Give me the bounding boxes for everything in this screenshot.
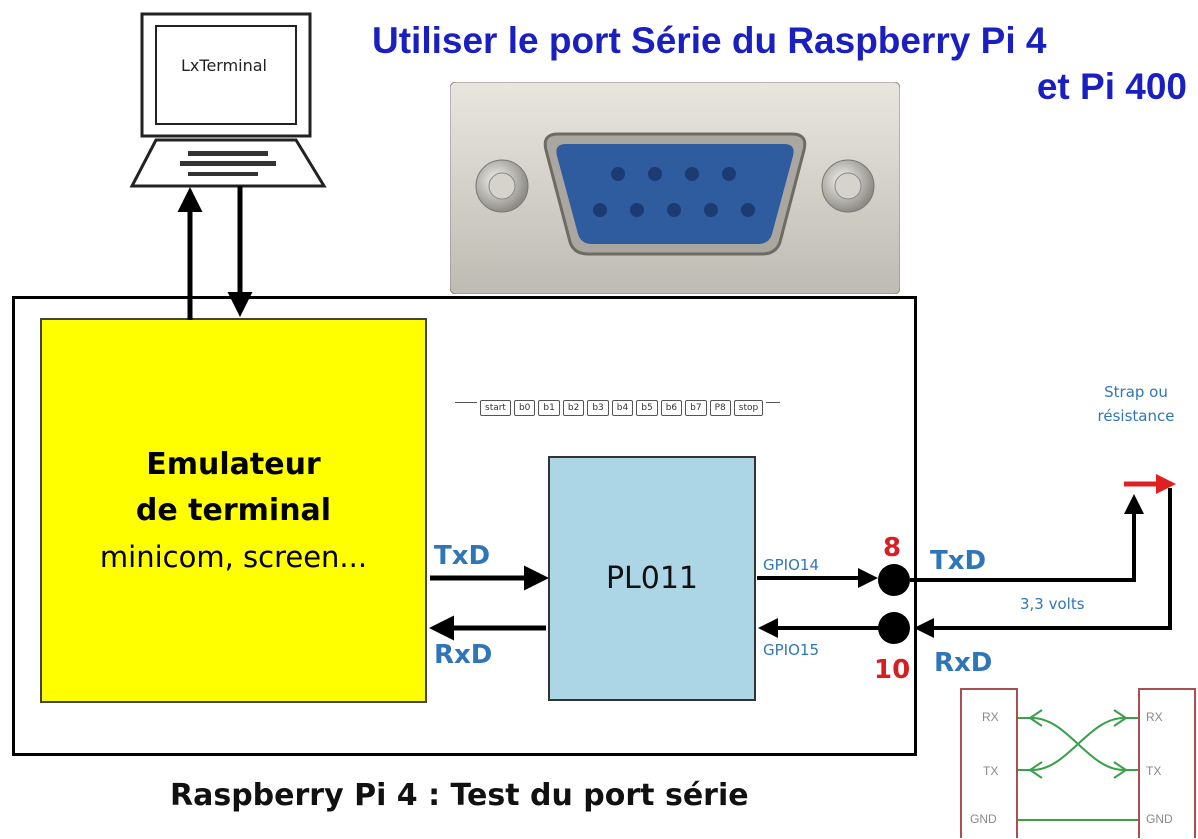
null-modem-arrow-right-tx-in: [1113, 761, 1128, 779]
right-screw-head: [834, 172, 862, 200]
raspberry-pi-board: [12, 296, 917, 756]
null-modem-right-rx: RX: [1146, 710, 1163, 724]
keyboard-row-2: [180, 161, 276, 166]
diagram-title: Utiliser le port Série du Raspberry Pi 4…: [372, 18, 1187, 110]
pin-10-label: 10: [874, 655, 911, 685]
frame-bit-b4: b4: [611, 400, 634, 416]
null-modem-right-gnd: GND: [1146, 812, 1173, 826]
emulator-title-1: Emulateur: [146, 446, 321, 482]
monitor-screen: [155, 25, 297, 125]
pl011-label: PL011: [605, 561, 699, 596]
strap-label-line-2: résistance: [1097, 407, 1175, 425]
null-modem-left-tx: TX: [983, 764, 999, 778]
null-modem-left-connector: [960, 688, 1018, 838]
null-modem-arrow-left-tx-in: [1028, 761, 1043, 779]
title-line-1: Utiliser le port Série du Raspberry Pi 4: [372, 20, 1047, 61]
voltage-label: 3,3 volts: [1020, 595, 1085, 613]
null-modem-left-rx: RX: [982, 710, 999, 724]
frame-tail-line: [766, 401, 781, 403]
keyboard-space-bar: [188, 172, 258, 176]
gpio15-label: GPIO15: [763, 641, 819, 659]
frame-bit-b1: b1: [538, 400, 560, 416]
pl011-uart-box: PL011: [548, 456, 756, 701]
rx-loop-wire: [914, 488, 1172, 638]
pin-10-dot: [878, 612, 910, 644]
strap-label-line-1: Strap ou: [1104, 383, 1168, 401]
keyboard-row-1: [188, 151, 268, 156]
left-screw-head: [488, 172, 516, 200]
null-modem-left-gnd: GND: [970, 812, 997, 826]
desktop-computer-icon: [129, 12, 327, 188]
pin-8-label: 8: [883, 533, 902, 563]
null-modem-right-tx: TX: [1146, 764, 1162, 778]
frame-bit-b0: b0: [513, 400, 536, 416]
uart-frame-sequence: start b0 b1 b2 b3 b4 b5 b6 b7 P8 stop: [455, 400, 781, 416]
null-modem-right-connector: [1138, 688, 1196, 838]
frame-bit-parity: P8: [709, 400, 731, 416]
frame-bit-b7: b7: [685, 400, 707, 416]
title-line-2: et Pi 400: [1036, 66, 1187, 107]
terminal-emulator-box: Emulateur de terminal minicom, screen...: [40, 318, 427, 703]
rxd-right-label: RxD: [934, 648, 993, 678]
null-modem-arrow-left-rx: [1028, 709, 1043, 727]
connector-pins: [593, 167, 755, 217]
frame-bit-start: start: [480, 400, 511, 416]
null-modem-arrow-right-rx: [1113, 709, 1128, 727]
screen-label: LxTerminal: [181, 56, 267, 75]
frame-bit-b6: b6: [660, 400, 683, 416]
pin-8-dot: [878, 564, 910, 596]
frame-bit-b3: b3: [587, 400, 609, 416]
frame-bit-b5: b5: [636, 400, 658, 416]
gpio14-label: GPIO14: [763, 556, 819, 574]
strap-label: Strap ou résistance: [1080, 380, 1192, 428]
frame-lead-line: [455, 401, 477, 403]
diagram-caption: Raspberry Pi 4 : Test du port série: [170, 778, 749, 813]
emulator-title-2: de terminal: [135, 492, 332, 528]
txd-left-label: TxD: [434, 541, 491, 571]
txd-right-label: TxD: [930, 546, 987, 576]
null-modem-wire-tx-to-rx: [1018, 717, 1138, 771]
null-modem-wiring: [1018, 709, 1138, 821]
frame-bit-b2: b2: [562, 400, 585, 416]
tx-loop-wire: [910, 494, 1144, 582]
db9-serial-connector-icon: [450, 82, 900, 294]
frame-bit-stop: stop: [733, 400, 764, 416]
rxd-left-label: RxD: [434, 640, 493, 670]
emulator-subtitle: minicom, screen...: [99, 539, 368, 574]
